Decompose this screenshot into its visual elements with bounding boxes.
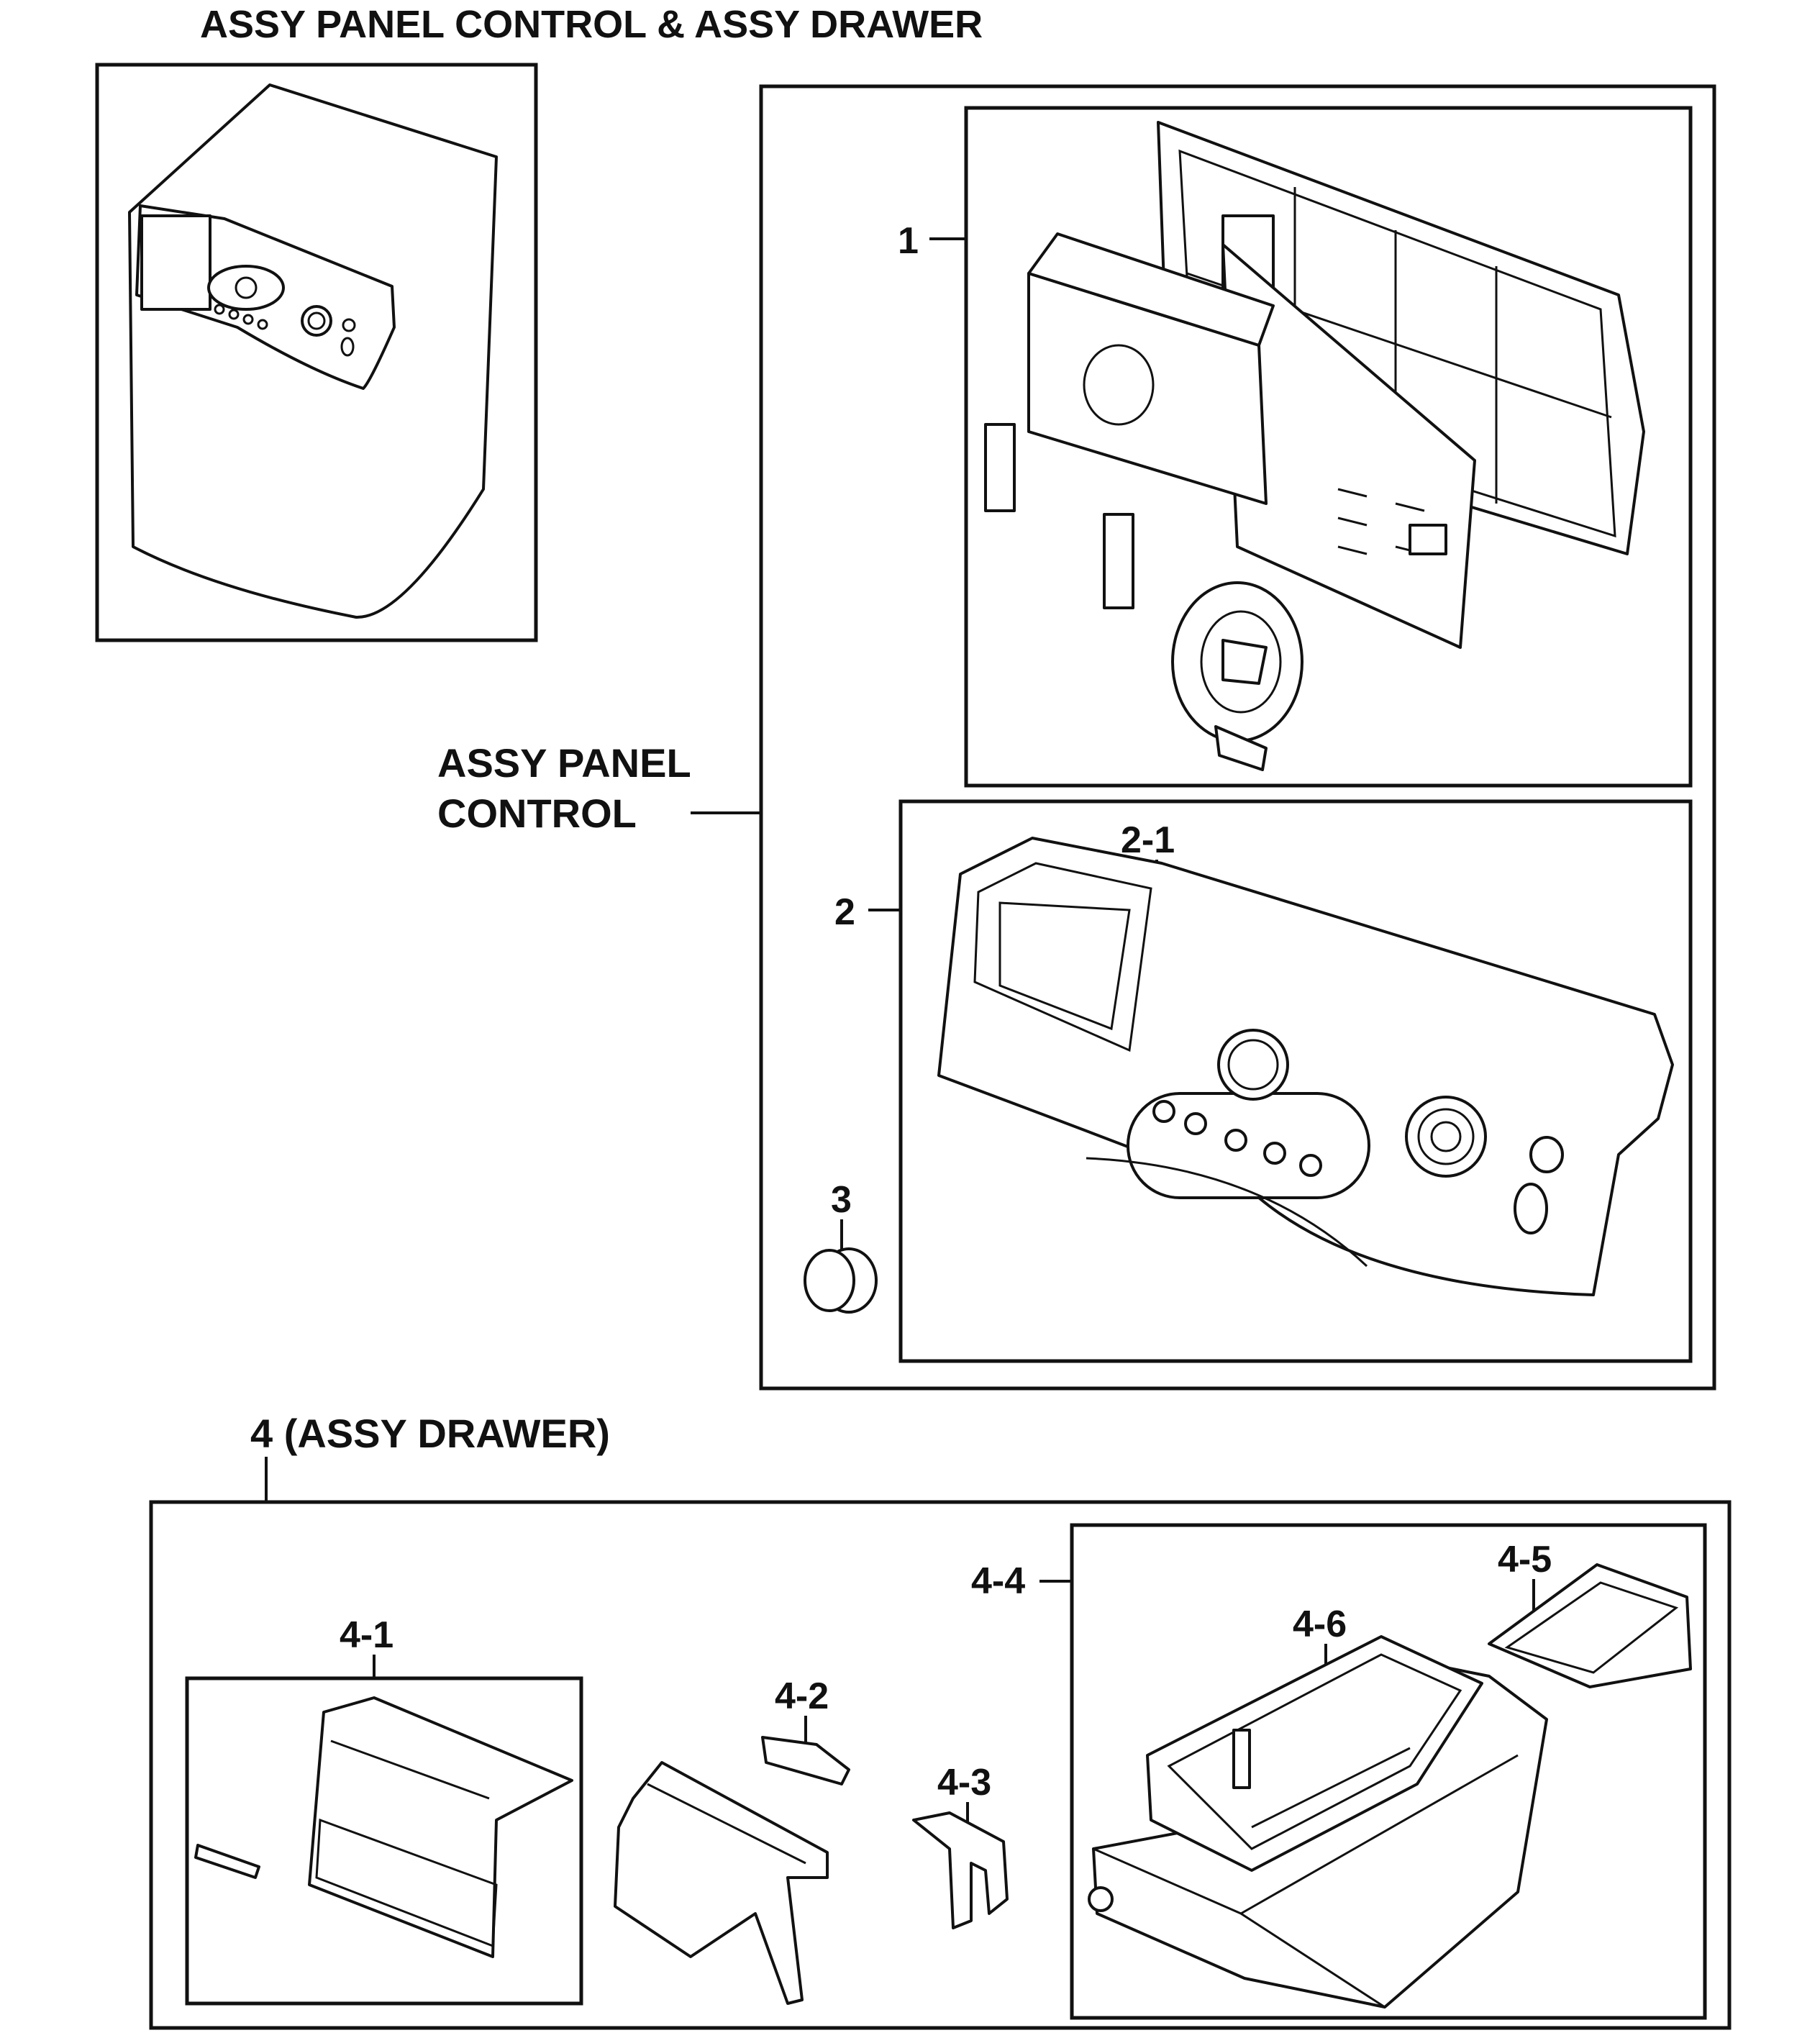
- callout-2: 2: [834, 891, 855, 933]
- panel-control-label-line2: CONTROL: [437, 791, 637, 836]
- part-4-1-box: [185, 1676, 583, 2006]
- drawer-inner-icon: [614, 1761, 829, 2005]
- drawer-clip-icon: [761, 1736, 850, 1785]
- callout-4-4: 4-4: [971, 1560, 1025, 1602]
- callout-4-5: 4-5: [1498, 1539, 1552, 1580]
- callout-3: 3: [831, 1179, 852, 1221]
- softener-cup-icon: [1488, 1563, 1692, 1688]
- part-2-box: [898, 799, 1693, 1363]
- panel-control-frame: [759, 84, 1716, 1391]
- callout-2-1: 2-1: [1121, 819, 1175, 861]
- callout-4-6: 4-6: [1293, 1603, 1347, 1645]
- siphon-cap-icon: [912, 1811, 1009, 1929]
- diagram-title: ASSY PANEL CONTROL & ASSY DRAWER: [200, 3, 983, 46]
- washer-overview-icon: [95, 63, 538, 642]
- part-1-box: [964, 106, 1693, 788]
- panel-control-label-line1: ASSY PANEL: [437, 740, 691, 786]
- detergent-drawer-icon: [1146, 1635, 1483, 1872]
- callout-1: 1: [898, 220, 919, 262]
- knob-icon: [804, 1247, 878, 1314]
- callout-4-3: 4-3: [937, 1762, 991, 1803]
- control-panel-icon: [937, 837, 1674, 1296]
- drawer-label: 4 (ASSY DRAWER): [250, 1411, 610, 1456]
- callout-4-2: 4-2: [775, 1675, 829, 1717]
- callout-4-1: 4-1: [340, 1614, 393, 1656]
- control-pcb-assembly-icon: [984, 121, 1645, 771]
- part-4-4-box: [1070, 1523, 1707, 2020]
- drawer-handle-icon: [194, 1696, 573, 1958]
- assy-drawer-frame: [149, 1500, 1732, 2030]
